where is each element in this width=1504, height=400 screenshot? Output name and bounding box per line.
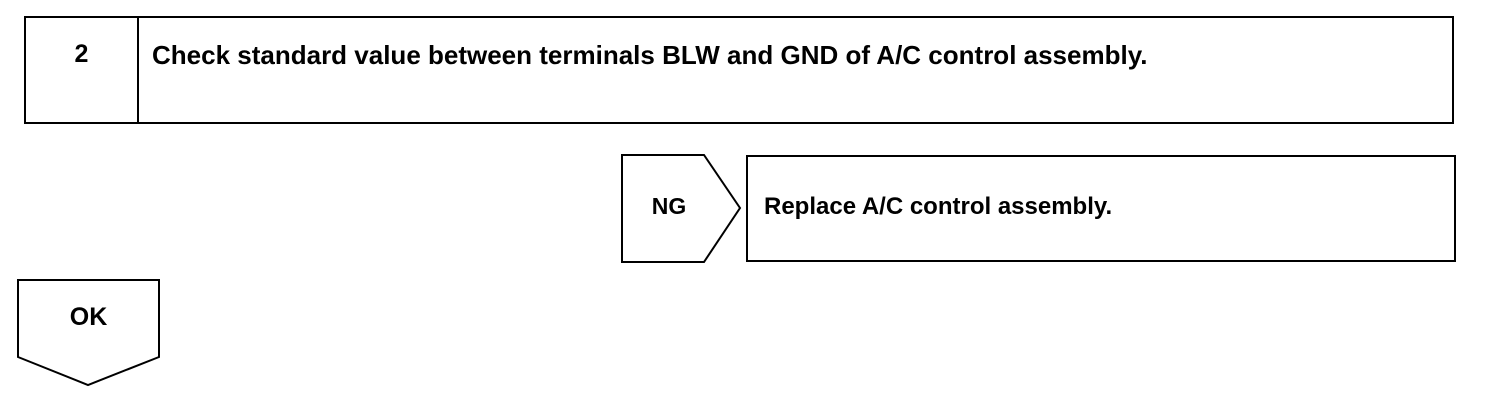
ng-action-text: Replace A/C control assembly.: [764, 193, 1113, 220]
check-step-box: 2 Check standard value between terminals…: [24, 16, 1454, 124]
ng-arrow-shape: [621, 154, 742, 263]
step-number-cell: 2: [26, 18, 139, 122]
ok-arrow-shape: [17, 279, 160, 387]
ng-action-box: Replace A/C control assembly.: [746, 155, 1456, 262]
step-instruction: Check standard value between terminals B…: [152, 40, 1148, 70]
step-number: 2: [74, 40, 89, 68]
ng-label: NG: [651, 193, 687, 219]
ok-label: OK: [69, 303, 108, 331]
